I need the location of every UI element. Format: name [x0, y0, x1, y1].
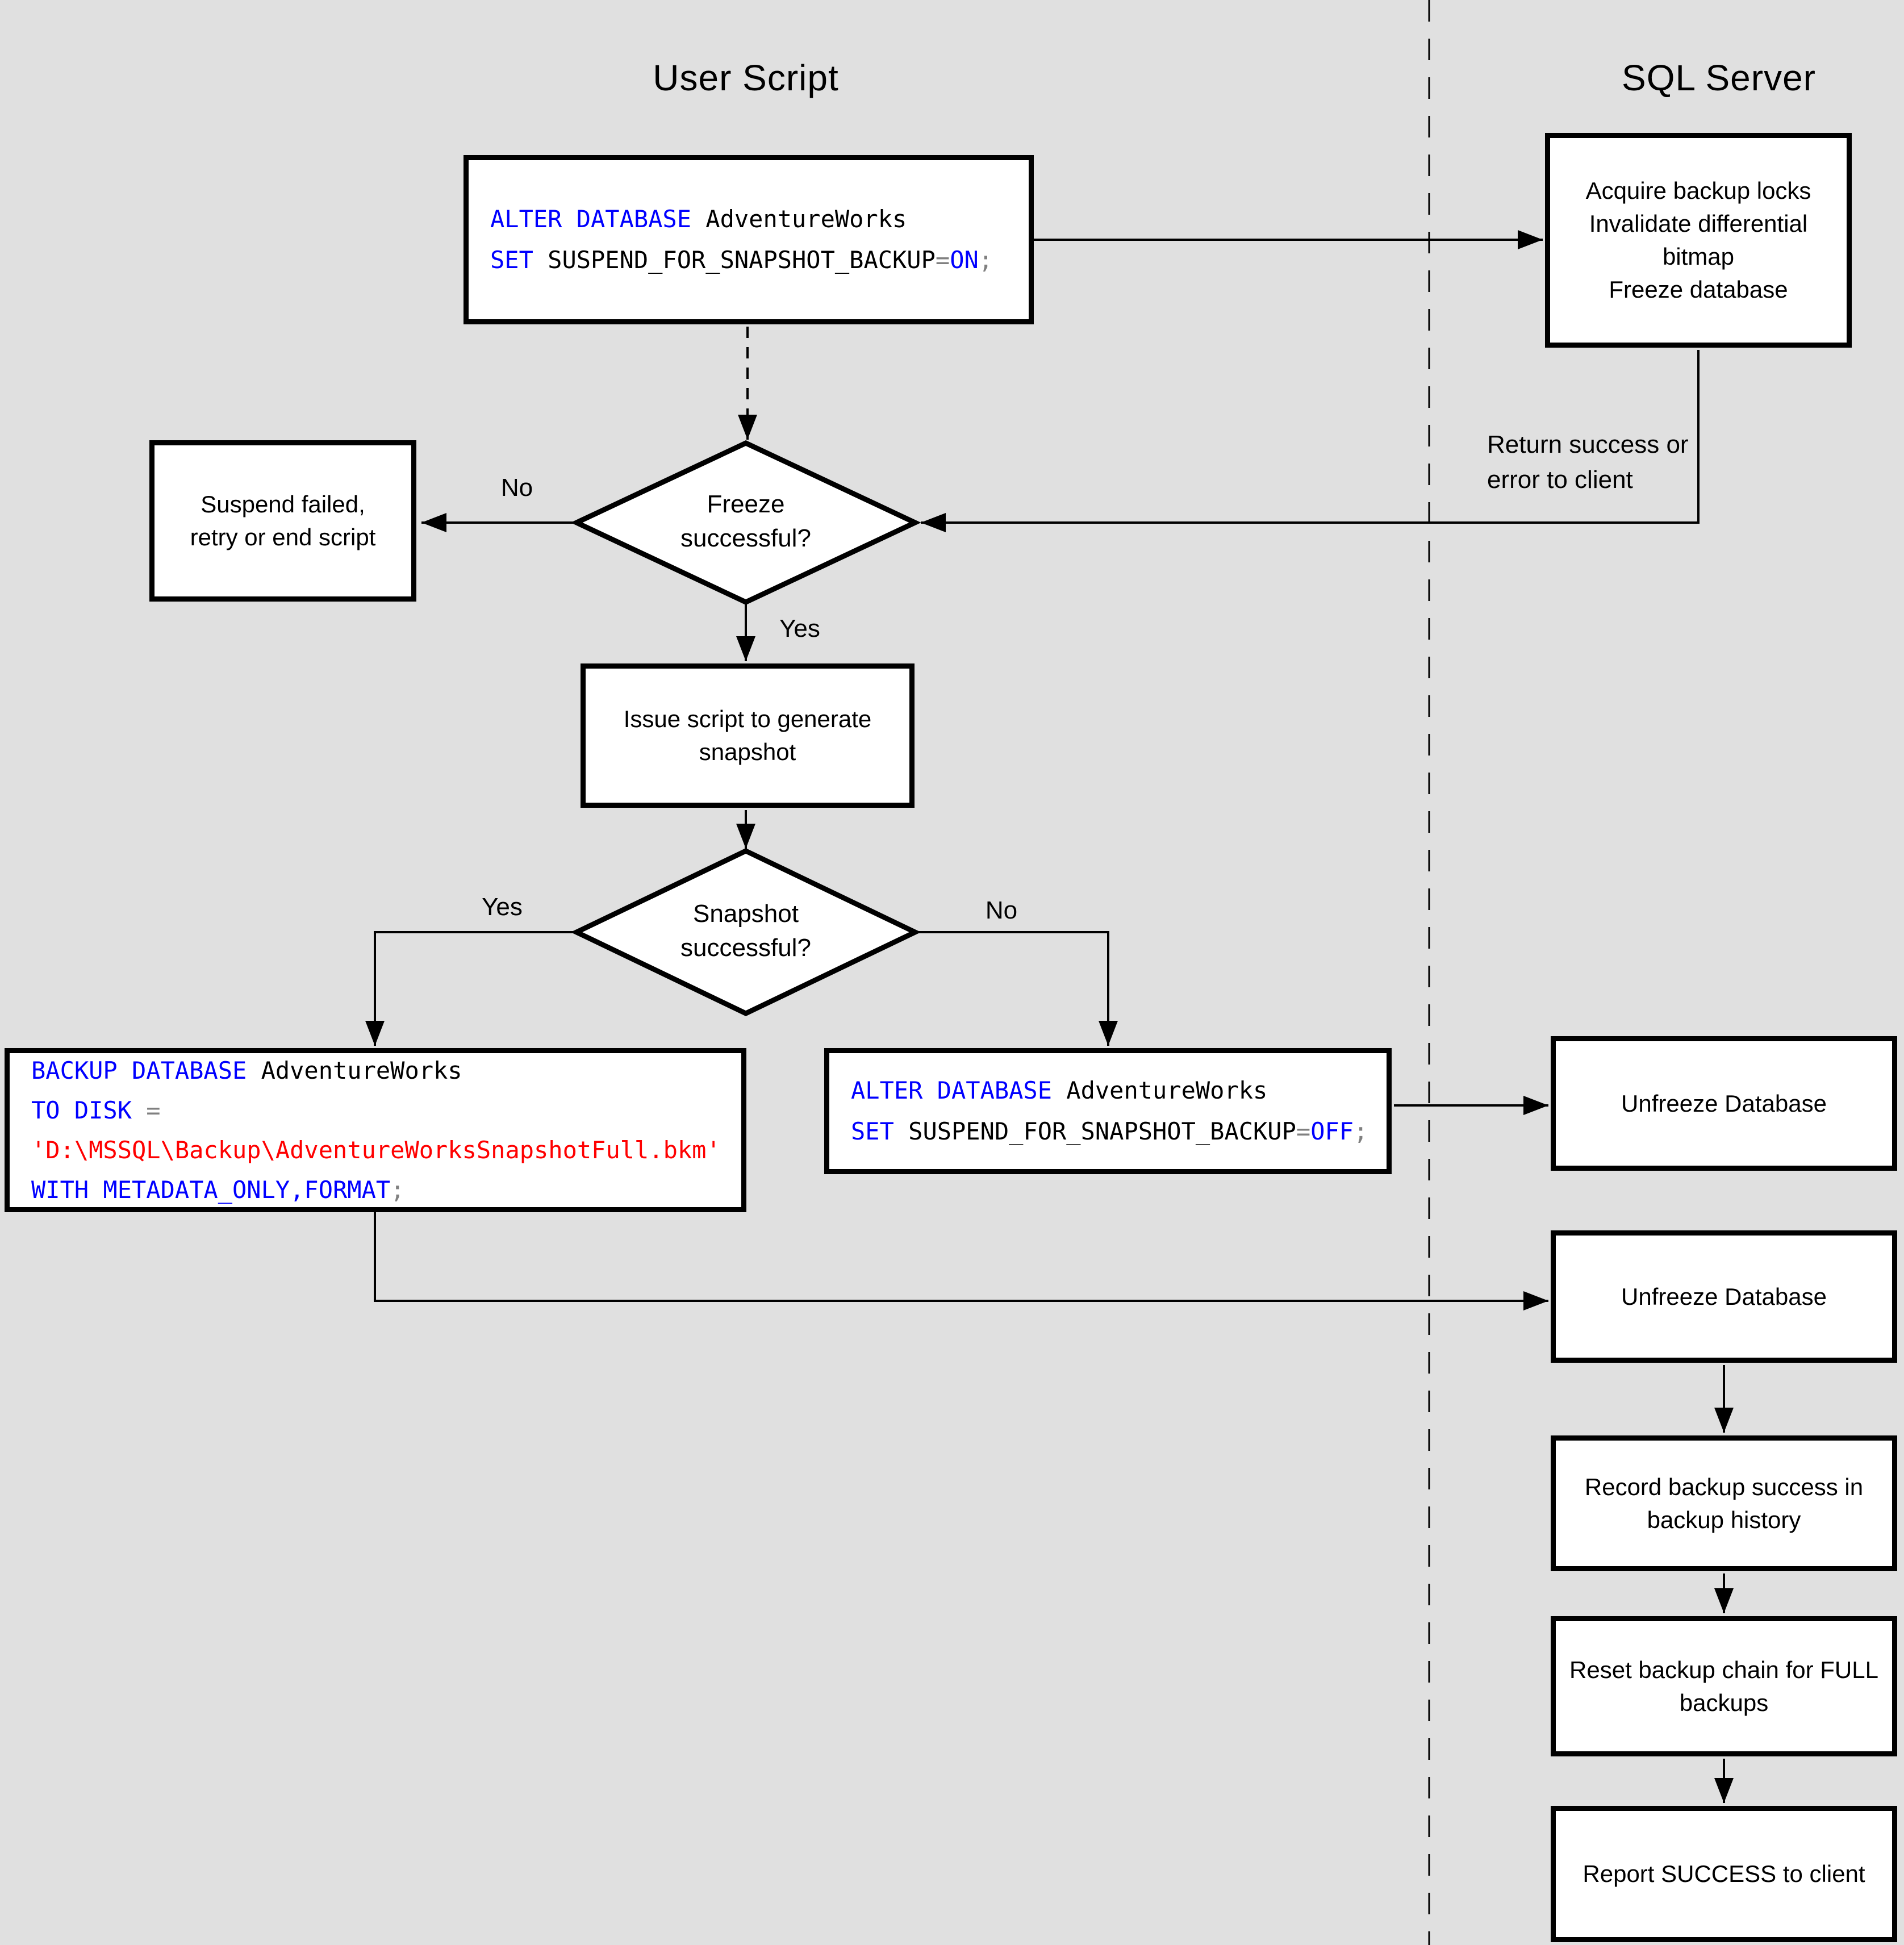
node-line: successful?: [680, 524, 811, 552]
node-line: Acquire backup locks: [1585, 177, 1811, 204]
sql-keyword: BACKUP DATABASE: [31, 1056, 261, 1084]
sql-identifier: AdventureWorks: [261, 1056, 462, 1084]
sql-keyword: WITH METADATA_ONLY,FORMAT: [31, 1175, 391, 1204]
note-line: Return success or: [1487, 431, 1689, 458]
sql-operator: ;: [1354, 1117, 1368, 1145]
node-line: snapshot: [699, 738, 796, 765]
sql-alter-on-box: ALTER DATABASE AdventureWorks SET SUSPEN…: [464, 155, 1034, 324]
node-line: Unfreeze Database: [1621, 1283, 1827, 1310]
node-line: Invalidate differential bitmap: [1589, 210, 1808, 270]
freeze-decision-label: Freeze successful?: [632, 487, 859, 556]
sql-keyword: OFF: [1310, 1117, 1354, 1145]
lane-title-sql-server: SQL Server: [1622, 57, 1816, 98]
reset-backup-chain-box: Reset backup chain for FULL backups: [1551, 1616, 1897, 1756]
node-line: Freeze: [707, 490, 785, 518]
sql-keyword: SET: [490, 246, 548, 274]
node-line: backups: [1679, 1689, 1769, 1716]
sql-keyword: ALTER DATABASE: [490, 205, 706, 233]
node-line: retry or end script: [190, 524, 376, 550]
sql-keyword: ON: [950, 246, 979, 274]
sql-operator: ;: [978, 246, 993, 274]
node-line: Report SUCCESS to client: [1583, 1860, 1865, 1887]
sql-backup-database-box: BACKUP DATABASE AdventureWorks TO DISK =…: [5, 1048, 746, 1212]
sql-operator: =: [1296, 1117, 1311, 1145]
snapshot-no-label: No: [985, 896, 1018, 924]
sql-alter-off-box: ALTER DATABASE AdventureWorks SET SUSPEN…: [824, 1048, 1392, 1174]
unfreeze-database-box-2: Unfreeze Database: [1551, 1230, 1897, 1363]
sql-string: 'D:\MSSQL\Backup\AdventureWorksSnapshotF…: [31, 1136, 721, 1164]
edge-snapshot-yes-to-backup: [365, 931, 574, 1046]
unfreeze-database-box-1: Unfreeze Database: [1551, 1036, 1897, 1171]
sql-operator: ;: [390, 1175, 405, 1204]
node-line: Freeze database: [1609, 276, 1788, 303]
sql-line: WITH METADATA_ONLY,FORMAT;: [31, 1170, 404, 1210]
node-line: Reset backup chain for FULL: [1569, 1656, 1878, 1683]
return-status-note: Return success or error to client: [1487, 427, 1689, 498]
snapshot-yes-label: Yes: [482, 893, 523, 921]
sql-identifier: AdventureWorks: [705, 205, 907, 233]
acquire-backup-locks-box: Acquire backup locks Invalidate differen…: [1545, 133, 1852, 348]
node-line: backup history: [1647, 1506, 1801, 1533]
record-backup-history-box: Record backup success in backup history: [1551, 1435, 1897, 1571]
sql-line: SET SUSPEND_FOR_SNAPSHOT_BACKUP=ON;: [490, 240, 993, 281]
issue-snapshot-script-box: Issue script to generate snapshot: [581, 663, 915, 808]
sql-keyword: TO DISK: [31, 1096, 147, 1124]
node-line: Snapshot: [693, 900, 799, 928]
sql-line: ALTER DATABASE AdventureWorks: [851, 1070, 1267, 1111]
suspend-failed-box: Suspend failed, retry or end script: [149, 440, 416, 602]
freeze-no-label: No: [500, 474, 533, 502]
sql-line: ALTER DATABASE AdventureWorks: [490, 199, 907, 240]
snapshot-decision-diamond: [570, 848, 921, 1016]
node-line: Unfreeze Database: [1621, 1090, 1827, 1117]
sql-operator: =: [146, 1096, 161, 1124]
sql-keyword: SET: [851, 1117, 909, 1145]
freeze-yes-label: Yes: [779, 615, 820, 642]
note-line: error to client: [1487, 466, 1633, 494]
sql-identifier: SUSPEND_FOR_SNAPSHOT_BACKUP: [908, 1117, 1296, 1145]
sql-line: SET SUSPEND_FOR_SNAPSHOT_BACKUP=OFF;: [851, 1111, 1368, 1152]
report-success-box: Report SUCCESS to client: [1551, 1806, 1897, 1942]
node-line: Issue script to generate: [623, 706, 872, 732]
node-line: successful?: [680, 934, 811, 962]
sql-identifier: SUSPEND_FOR_SNAPSHOT_BACKUP: [548, 246, 936, 274]
sql-operator: =: [935, 246, 950, 274]
node-line: Suspend failed,: [201, 491, 365, 517]
sql-keyword: ALTER DATABASE: [851, 1076, 1067, 1104]
edge-acquire-to-freeze-decision: [921, 350, 1700, 532]
lane-title-user-script: User Script: [653, 57, 839, 98]
sql-identifier: AdventureWorks: [1066, 1076, 1268, 1104]
sql-line: TO DISK =: [31, 1091, 161, 1130]
snapshot-decision-label: Snapshot successful?: [632, 897, 859, 965]
edge-snapshot-no-to-alter-off: [917, 931, 1118, 1046]
node-line: Record backup success in: [1584, 1473, 1864, 1500]
freeze-decision-diamond: [570, 440, 921, 605]
sql-line: BACKUP DATABASE AdventureWorks: [31, 1051, 462, 1091]
edge-backup-to-unfreeze-2: [374, 1212, 1548, 1310]
sql-line: 'D:\MSSQL\Backup\AdventureWorksSnapshotF…: [31, 1130, 721, 1170]
